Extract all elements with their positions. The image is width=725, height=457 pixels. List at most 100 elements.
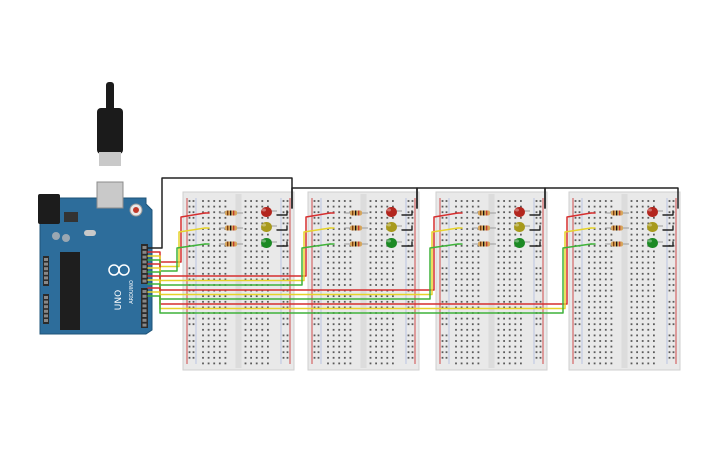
breadboard-hole[interactable] xyxy=(282,256,285,258)
breadboard-hole[interactable] xyxy=(610,222,613,225)
breadboard-hole[interactable] xyxy=(508,300,511,303)
breadboard-hole[interactable] xyxy=(317,256,320,258)
breadboard-hole[interactable] xyxy=(588,205,590,208)
wire-green[interactable] xyxy=(147,243,206,272)
breadboard-hole[interactable] xyxy=(653,216,655,219)
breadboard-hole[interactable] xyxy=(192,278,195,281)
breadboard-hole[interactable] xyxy=(599,356,602,359)
breadboard-hole[interactable] xyxy=(327,239,329,242)
breadboard-hole[interactable] xyxy=(477,216,480,219)
breadboard-hole[interactable] xyxy=(349,362,352,365)
breadboard-hole[interactable] xyxy=(653,289,655,292)
breadboard-hole[interactable] xyxy=(317,345,320,348)
breadboard-hole[interactable] xyxy=(411,356,414,359)
resistor[interactable] xyxy=(472,241,496,247)
breadboard-hole[interactable] xyxy=(375,306,377,309)
breadboard-hole[interactable] xyxy=(460,362,463,365)
breadboard-hole[interactable] xyxy=(610,216,613,219)
breadboard-hole[interactable] xyxy=(218,317,221,320)
breadboard-hole[interactable] xyxy=(604,261,607,264)
breadboard-hole[interactable] xyxy=(317,306,320,309)
led-body[interactable] xyxy=(514,207,525,217)
digital-pin[interactable] xyxy=(142,250,147,254)
breadboard-hole[interactable] xyxy=(188,272,191,275)
breadboard-hole[interactable] xyxy=(445,289,448,292)
breadboard-hole[interactable] xyxy=(508,345,511,348)
breadboard-hole[interactable] xyxy=(441,205,444,208)
breadboard-hole[interactable] xyxy=(497,200,500,202)
breadboard-hole[interactable] xyxy=(332,317,335,320)
breadboard-hole[interactable] xyxy=(188,345,191,348)
breadboard-hole[interactable] xyxy=(445,250,448,253)
breadboard-hole[interactable] xyxy=(588,239,590,242)
breadboard-hole[interactable] xyxy=(392,267,394,270)
breadboard-hole[interactable] xyxy=(224,261,227,264)
breadboard-hole[interactable] xyxy=(466,267,469,270)
breadboard-hole[interactable] xyxy=(653,334,655,337)
breadboard-hole[interactable] xyxy=(514,200,517,202)
breadboard-hole[interactable] xyxy=(610,306,613,309)
breadboard-hole[interactable] xyxy=(535,356,538,359)
breadboard-hole[interactable] xyxy=(497,267,500,270)
breadboard-hole[interactable] xyxy=(630,306,633,309)
breadboard-hole[interactable] xyxy=(327,211,329,214)
breadboard-hole[interactable] xyxy=(672,272,675,275)
breadboard-hole[interactable] xyxy=(477,306,480,309)
breadboard-hole[interactable] xyxy=(477,267,480,270)
breadboard-hole[interactable] xyxy=(610,328,613,331)
breadboard-hole[interactable] xyxy=(202,250,204,253)
breadboard-hole[interactable] xyxy=(514,289,517,292)
breadboard-hole[interactable] xyxy=(503,239,505,242)
breadboard-hole[interactable] xyxy=(332,328,335,331)
breadboard-hole[interactable] xyxy=(338,211,341,214)
breadboard-hole[interactable] xyxy=(441,356,444,359)
breadboard-hole[interactable] xyxy=(641,222,644,225)
breadboard-hole[interactable] xyxy=(255,233,258,236)
digital-pin[interactable] xyxy=(142,279,147,283)
breadboard-hole[interactable] xyxy=(380,256,383,258)
breadboard-hole[interactable] xyxy=(535,300,538,303)
resistor[interactable] xyxy=(472,225,496,231)
breadboard-hole[interactable] xyxy=(653,306,655,309)
breadboard-hole[interactable] xyxy=(497,211,500,214)
breadboard-hole[interactable] xyxy=(327,256,329,258)
breadboard-hole[interactable] xyxy=(508,334,511,337)
breadboard-hole[interactable] xyxy=(466,205,469,208)
breadboard-hole[interactable] xyxy=(313,211,316,214)
breadboard-hole[interactable] xyxy=(503,317,505,320)
breadboard-hole[interactable] xyxy=(599,267,602,270)
breadboard-hole[interactable] xyxy=(604,289,607,292)
breadboard-hole[interactable] xyxy=(441,239,444,242)
breadboard-hole[interactable] xyxy=(497,205,500,208)
breadboard-hole[interactable] xyxy=(445,278,448,281)
breadboard-hole[interactable] xyxy=(224,306,227,309)
breadboard-hole[interactable] xyxy=(604,345,607,348)
breadboard-hole[interactable] xyxy=(604,233,607,236)
breadboard-hole[interactable] xyxy=(338,356,341,359)
breadboard-hole[interactable] xyxy=(267,200,269,202)
breadboard-hole[interactable] xyxy=(508,351,511,354)
breadboard-hole[interactable] xyxy=(213,239,216,242)
breadboard-hole[interactable] xyxy=(327,267,329,270)
breadboard-hole[interactable] xyxy=(369,267,372,270)
breadboard-hole[interactable] xyxy=(497,284,500,286)
breadboard-hole[interactable] xyxy=(386,216,389,219)
breadboard-hole[interactable] xyxy=(244,200,247,202)
breadboard-hole[interactable] xyxy=(445,340,448,342)
breadboard-hole[interactable] xyxy=(574,250,577,253)
breadboard-hole[interactable] xyxy=(574,284,577,286)
breadboard-hole[interactable] xyxy=(604,200,607,202)
breadboard-hole[interactable] xyxy=(588,334,590,337)
breadboard-hole[interactable] xyxy=(497,256,500,258)
breadboard-hole[interactable] xyxy=(317,250,320,253)
breadboard-hole[interactable] xyxy=(349,278,352,281)
breadboard-hole[interactable] xyxy=(477,244,480,247)
breadboard-hole[interactable] xyxy=(392,345,394,348)
breadboard-hole[interactable] xyxy=(202,356,204,359)
breadboard-hole[interactable] xyxy=(267,233,269,236)
breadboard-hole[interactable] xyxy=(641,340,644,342)
breadboard-hole[interactable] xyxy=(202,300,204,303)
breadboard-hole[interactable] xyxy=(188,323,191,326)
breadboard-hole[interactable] xyxy=(610,256,613,258)
breadboard-hole[interactable] xyxy=(250,300,252,303)
